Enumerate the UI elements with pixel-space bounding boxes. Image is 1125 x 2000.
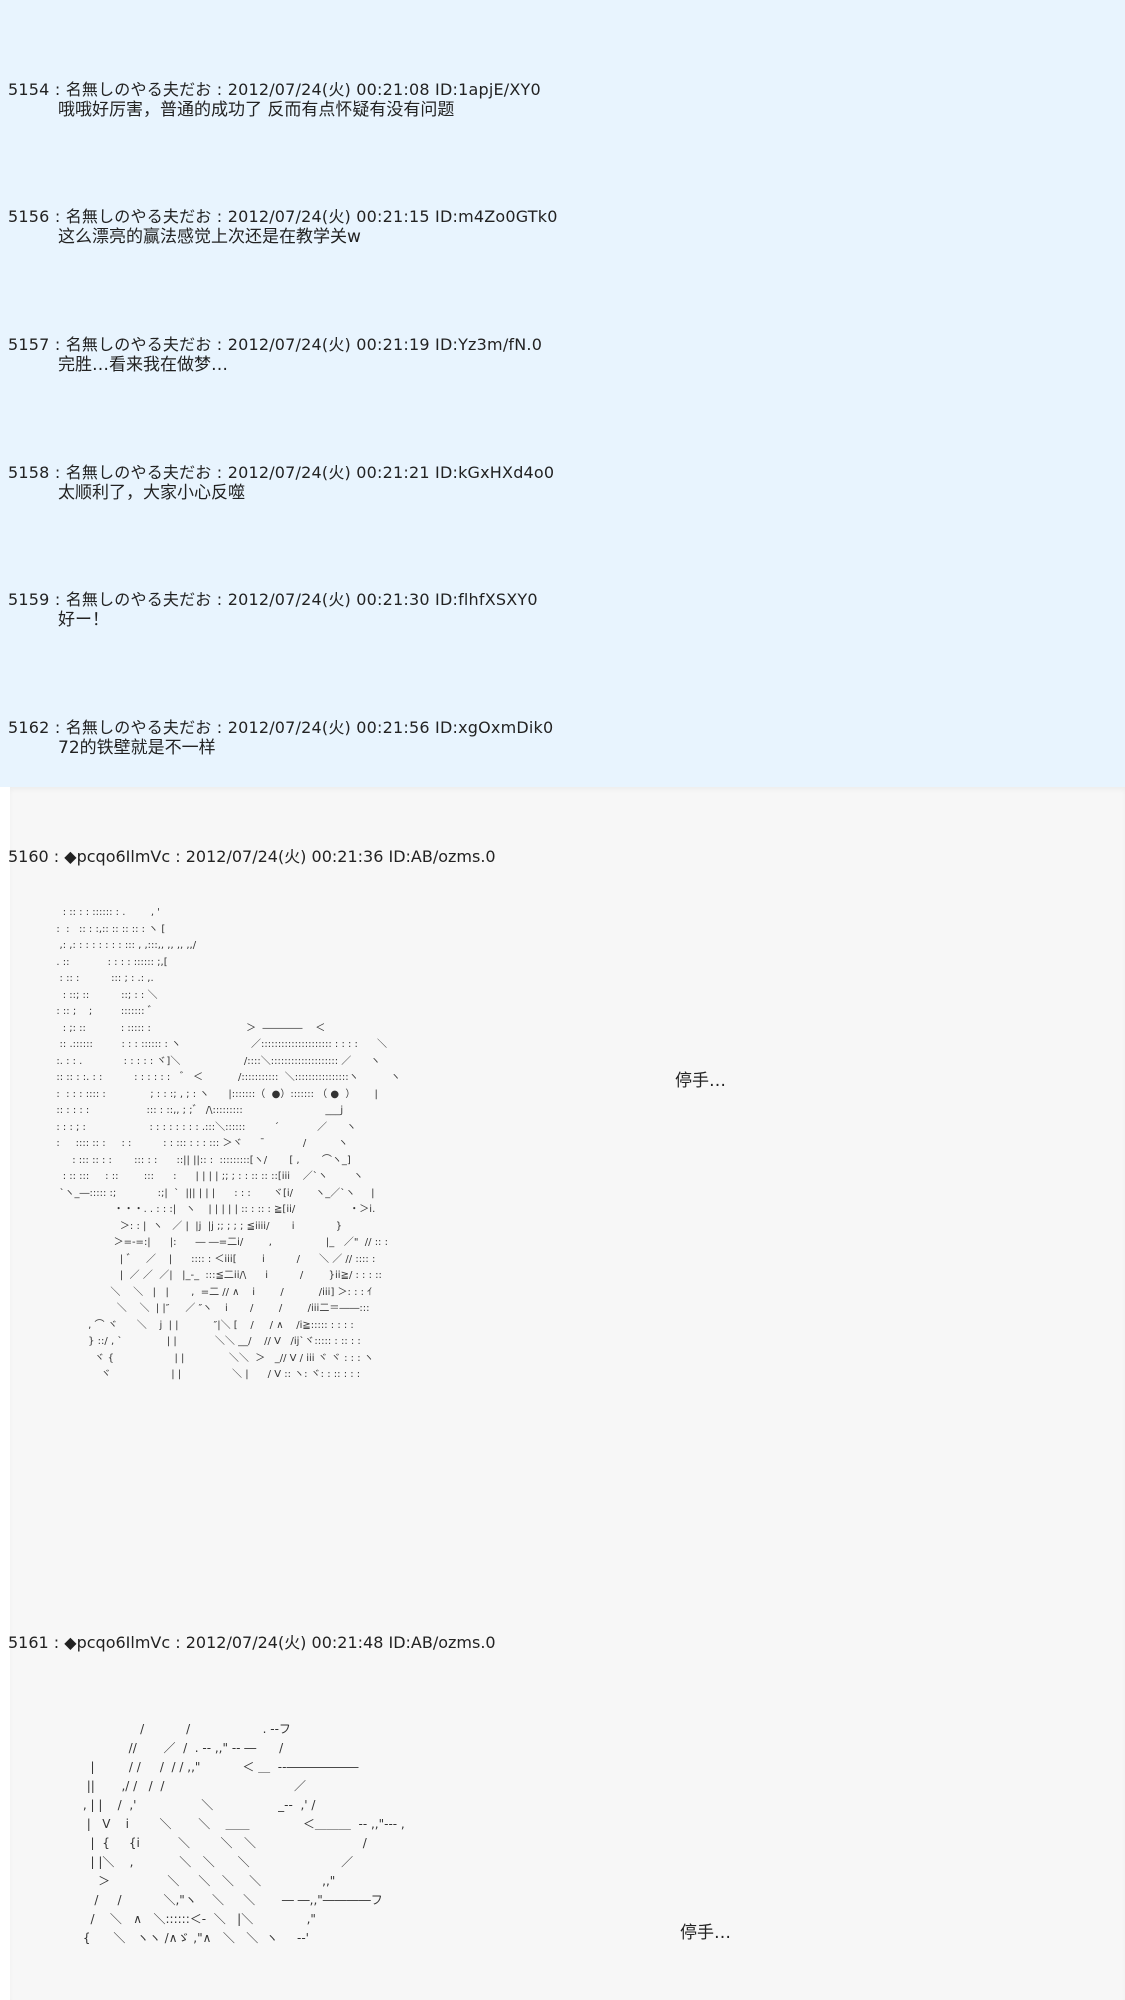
comment-header: 5156 : 名無しのやる夫だお : 2012/07/24(火) 00:21:1… bbox=[8, 207, 558, 226]
comment-header: 5158 : 名無しのやる夫だお : 2012/07/24(火) 00:21:2… bbox=[8, 463, 555, 482]
comment-header: 5162 : 名無しのやる夫だお : 2012/07/24(火) 00:21:5… bbox=[8, 718, 554, 737]
comment-list: 5154 : 名無しのやる夫だお : 2012/07/24(火) 00:21:0… bbox=[0, 0, 1125, 787]
ascii-art: : :: : : :::::: : . , ' : : :: : :,:: ::… bbox=[56, 907, 401, 1380]
comment-post: 5159 : 名無しのやる夫だお : 2012/07/24(火) 00:21:3… bbox=[8, 590, 538, 630]
aa-caption: 停手… bbox=[680, 1923, 731, 1943]
comment-post: 5162 : 名無しのやる夫だお : 2012/07/24(火) 00:21:5… bbox=[8, 718, 553, 758]
comment-text: 72的铁壁就是不一样 bbox=[58, 738, 216, 758]
ascii-art: / / . --フ // ／ / . -- ,," -- ― / | / / /… bbox=[82, 1722, 405, 1945]
aa-post-header: 5160 : ◆pcqo6IlmVc : 2012/07/24(火) 00:21… bbox=[8, 847, 496, 866]
comment-text: 好ー！ bbox=[58, 610, 109, 630]
aa-post-header: 5161 : ◆pcqo6IlmVc : 2012/07/24(火) 00:21… bbox=[8, 1633, 496, 1652]
comment-text: 完胜…看来我在做梦… bbox=[58, 355, 228, 375]
comment-header: 5154 : 名無しのやる夫だお : 2012/07/24(火) 00:21:0… bbox=[8, 80, 541, 99]
comment-post: 5154 : 名無しのやる夫だお : 2012/07/24(火) 00:21:0… bbox=[8, 80, 541, 120]
aa-caption: 停手… bbox=[675, 1071, 726, 1091]
comment-text: 这么漂亮的赢法感觉上次还是在教学关w bbox=[58, 227, 361, 247]
comment-post: 5157 : 名無しのやる夫だお : 2012/07/24(火) 00:21:1… bbox=[8, 335, 542, 375]
comment-header: 5157 : 名無しのやる夫だお : 2012/07/24(火) 00:21:1… bbox=[8, 335, 543, 354]
comment-post: 5158 : 名無しのやる夫だお : 2012/07/24(火) 00:21:2… bbox=[8, 463, 554, 503]
comment-text: 哦哦好厉害，普通的成功了 反而有点怀疑有没有问题 bbox=[58, 100, 455, 120]
comment-post: 5156 : 名無しのやる夫だお : 2012/07/24(火) 00:21:1… bbox=[8, 207, 558, 247]
trip-code: ◆pcqo6IlmVc bbox=[64, 847, 171, 866]
aa-post-panel bbox=[10, 787, 1125, 2000]
comment-header: 5159 : 名無しのやる夫だお : 2012/07/24(火) 00:21:3… bbox=[8, 590, 538, 609]
comment-text: 太顺利了，大家小心反噬 bbox=[58, 483, 245, 503]
trip-code: ◆pcqo6IlmVc bbox=[64, 1633, 171, 1652]
